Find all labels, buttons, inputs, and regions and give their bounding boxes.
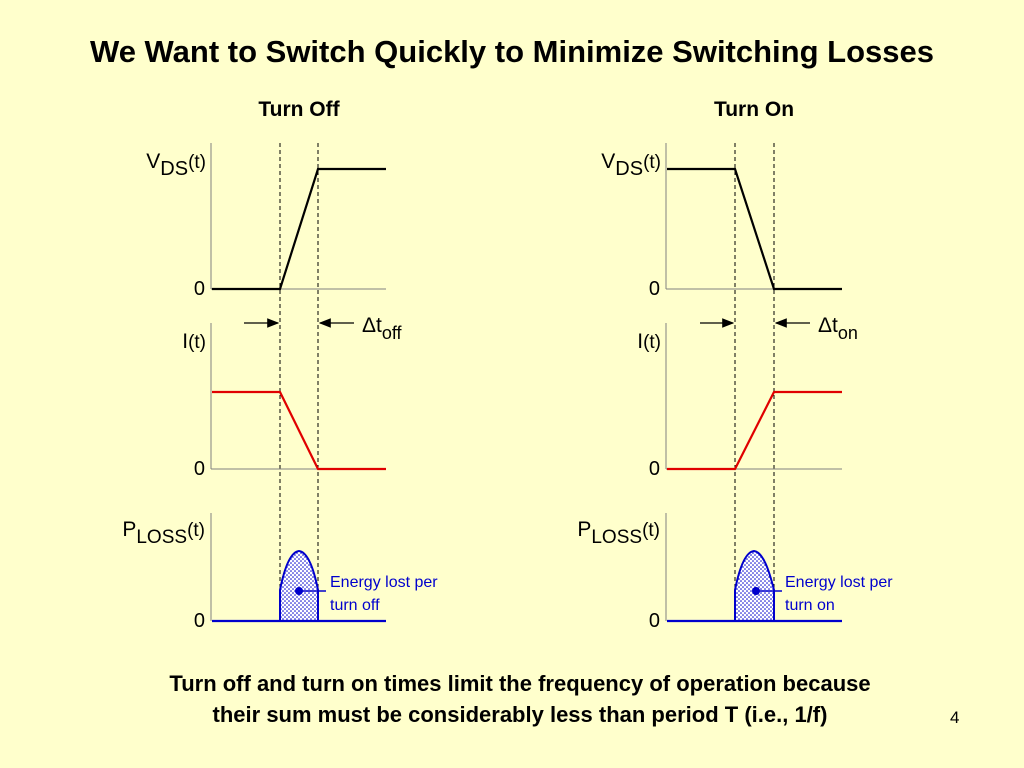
turn-on-delta-t: Δton	[700, 314, 858, 343]
turn-on-vds-waveform	[667, 167, 842, 291]
turn-on-vds-plot: VDS(t) 0	[601, 143, 842, 300]
turn-off-current-plot: I(t) 0	[182, 323, 386, 480]
page-number: 4	[950, 708, 960, 727]
turn-off-panel: Turn Off VDS(t) 0 Δtoff I(t) 0	[122, 98, 438, 632]
turn-on-energy-area	[734, 549, 775, 622]
turn-off-heading: Turn Off	[258, 98, 340, 121]
turn-on-energy-label-line2: turn on	[785, 597, 835, 614]
slide-title: We Want to Switch Quickly to Minimize Sw…	[90, 34, 934, 69]
turn-off-ploss-plot: PLOSS(t) 0 Energy lost per turn off	[122, 513, 438, 632]
footer-line-2: their sum must be considerably less than…	[212, 702, 828, 727]
turn-on-ploss-plot: PLOSS(t) 0 Energy lost per turn on	[577, 513, 893, 632]
turn-on-delta-t-label: Δton	[818, 314, 858, 343]
turn-off-current-waveform	[212, 390, 386, 471]
turn-off-current-label: I(t)	[182, 330, 206, 353]
turn-off-ploss-label: PLOSS(t)	[122, 518, 205, 548]
turn-on-current-waveform	[667, 390, 842, 471]
turn-off-delta-t-label: Δtoff	[362, 314, 403, 343]
turn-off-vds-waveform	[212, 167, 386, 291]
turn-off-ploss-zero: 0	[194, 610, 205, 632]
turn-on-heading: Turn On	[714, 98, 794, 121]
turn-off-vds-zero: 0	[194, 278, 205, 300]
turn-off-energy-area	[279, 549, 319, 622]
turn-on-current-plot: I(t) 0	[637, 323, 842, 480]
turn-off-current-zero: 0	[194, 458, 205, 480]
turn-on-panel: Turn On VDS(t) 0 Δton I(t) 0	[577, 98, 893, 632]
turn-off-energy-label-line1: Energy lost per	[330, 574, 438, 591]
turn-on-ploss-zero: 0	[649, 610, 660, 632]
turn-on-current-label: I(t)	[637, 330, 661, 353]
footer-line-1: Turn off and turn on times limit the fre…	[169, 671, 871, 696]
turn-on-vds-label: VDS(t)	[601, 150, 661, 180]
turn-off-energy-label-line2: turn off	[330, 597, 380, 614]
slide-footer: Turn off and turn on times limit the fre…	[90, 668, 950, 730]
turn-off-vds-plot: VDS(t) 0	[146, 143, 386, 300]
turn-on-current-zero: 0	[649, 458, 660, 480]
turn-off-delta-t: Δtoff	[244, 314, 403, 343]
turn-on-energy-label-line1: Energy lost per	[785, 574, 893, 591]
turn-off-vds-label: VDS(t)	[146, 150, 206, 180]
turn-on-ploss-label: PLOSS(t)	[577, 518, 660, 548]
turn-on-vds-zero: 0	[649, 278, 660, 300]
